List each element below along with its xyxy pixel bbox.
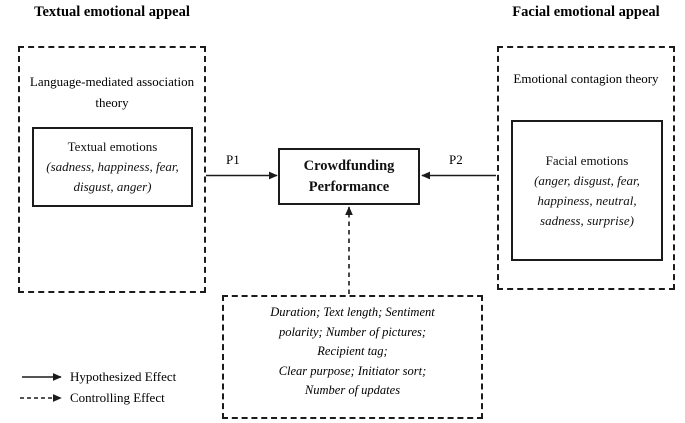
textual-emotions-list: (sadness, happiness, fear, disgust, ange… (46, 159, 179, 194)
left-theory-label: Language-mediated association theory (26, 71, 198, 113)
legend-solid-label: Hypothesized Effect (70, 369, 176, 385)
legend-solid-label-text: Hypothesized Effect (70, 369, 177, 384)
control-variables-container (222, 295, 483, 419)
right-theory-text: Emotional contagion theory (513, 71, 659, 86)
control-variable-line: Number of updates (304, 383, 401, 397)
facial-emotions-list: (anger, disgust, fear, happiness, neutra… (534, 172, 640, 228)
right-group-title: Facial emotional appeal (497, 3, 675, 22)
control-variables-text: Duration; Text length; Sentiment polarit… (228, 303, 477, 401)
legend-dashed-label: Controlling Effect (70, 390, 165, 406)
facial-emotions-title: Facial emotions (545, 152, 629, 168)
crowdfunding-performance-box: Crowdfunding Performance (278, 148, 420, 205)
right-theory-label: Emotional contagion theory (505, 68, 667, 89)
p1-label-text: P1 (226, 152, 240, 167)
legend-dashed-label-text: Controlling Effect (70, 390, 165, 405)
facial-emotional-appeal-container (497, 46, 675, 290)
control-variable-line: Duration; Text length; Sentiment (270, 305, 435, 319)
left-theory-text: Language-mediated association theory (29, 74, 195, 110)
textual-emotional-appeal-container (18, 46, 206, 293)
left-group-title: Textual emotional appeal (18, 3, 206, 22)
textual-emotions-title: Textual emotions (67, 139, 158, 154)
p2-label: P2 (449, 152, 463, 167)
crowdfunding-performance-label: Crowdfunding Performance (303, 157, 395, 195)
textual-emotions-box: Textual emotions (sadness, happiness, fe… (32, 127, 193, 207)
p1-label: P1 (226, 152, 240, 167)
left-group-title-text: Textual emotional appeal (34, 4, 190, 20)
control-variable-line: polarity; Number of pictures; (278, 324, 427, 339)
control-variable-line: Recipient tag; (317, 344, 388, 358)
control-variable-line: Clear purpose; Initiator sort; (278, 363, 427, 378)
facial-emotions-box: Facial emotions (anger, disgust, fear, h… (511, 120, 663, 261)
right-group-title-text: Facial emotional appeal (512, 4, 660, 20)
p2-label-text: P2 (449, 152, 463, 167)
